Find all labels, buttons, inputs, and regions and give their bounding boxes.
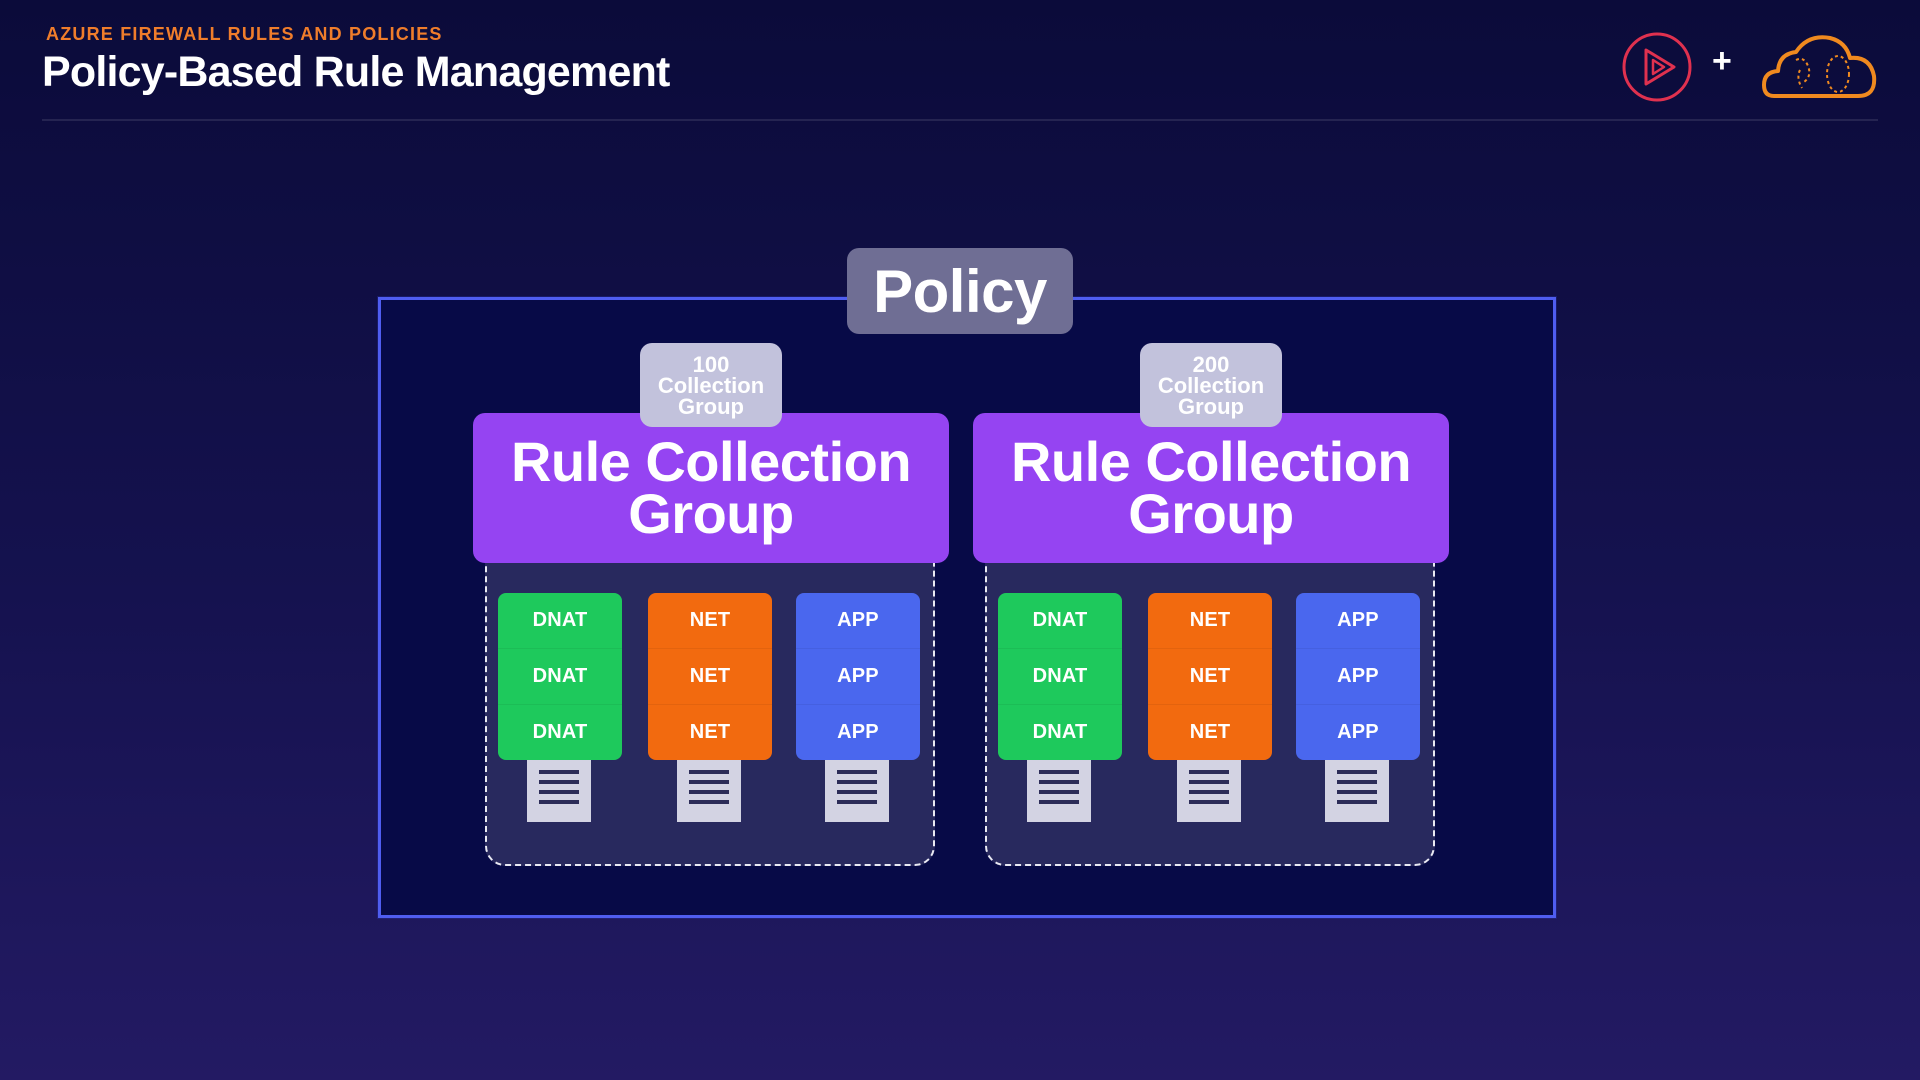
net-rule: NET — [1148, 705, 1272, 760]
document-icon — [527, 760, 591, 822]
net-rule-collection: NET NET NET — [1148, 593, 1272, 822]
net-stack: NET NET NET — [648, 593, 772, 760]
priority-badge: 200 Collection Group — [1140, 343, 1282, 427]
dnat-rule-collection: DNAT DNAT DNAT — [998, 593, 1122, 822]
dnat-rule: DNAT — [498, 649, 622, 705]
logo-group: + — [1620, 30, 1880, 104]
dnat-rule: DNAT — [498, 705, 622, 760]
net-rule: NET — [648, 705, 772, 760]
dnat-rule: DNAT — [498, 593, 622, 649]
rule-collection-group-title-line1: Rule Collection — [510, 430, 912, 493]
net-rule-collection: NET NET NET — [648, 593, 772, 822]
net-rule: NET — [1148, 649, 1272, 705]
app-rule: APP — [796, 649, 920, 705]
policy-label: Policy — [847, 248, 1073, 334]
app-rule: APP — [796, 705, 920, 760]
dnat-rule: DNAT — [998, 593, 1122, 649]
dnat-stack: DNAT DNAT DNAT — [498, 593, 622, 760]
net-rule: NET — [648, 649, 772, 705]
net-rule: NET — [1148, 593, 1272, 649]
rule-collection-group-title-line2: Group — [628, 482, 794, 545]
app-stack: APP APP APP — [1296, 593, 1420, 760]
priority-label-line3: Group — [1178, 393, 1244, 419]
rule-collection-group-title: Rule Collection Group — [973, 413, 1449, 563]
rule-collection-group-title-line2: Group — [1128, 482, 1294, 545]
play-circle-logo-icon — [1622, 32, 1692, 102]
app-rule-collection: APP APP APP — [1296, 593, 1420, 822]
cloud-logo-icon — [1762, 35, 1877, 98]
app-rule: APP — [796, 593, 920, 649]
app-rule: APP — [1296, 705, 1420, 760]
priority-label-line2: Collection — [657, 372, 765, 398]
rule-collection-group-title: Rule Collection Group — [473, 413, 949, 563]
priority-badge: 100 Collection Group — [640, 343, 782, 427]
app-rule: APP — [1296, 593, 1420, 649]
priority-number: 200 — [1192, 351, 1230, 377]
priority-label-line2: Collection — [1157, 372, 1265, 398]
header-eyebrow: AZURE FIREWALL RULES AND POLICIES — [46, 24, 443, 44]
priority-label-line3: Group — [678, 393, 744, 419]
page-title: Policy-Based Rule Management — [42, 48, 670, 96]
dnat-rule: DNAT — [998, 705, 1122, 760]
dnat-stack: DNAT DNAT DNAT — [998, 593, 1122, 760]
document-icon — [1177, 760, 1241, 822]
document-icon — [1325, 760, 1389, 822]
header-divider — [42, 119, 1878, 121]
app-stack: APP APP APP — [796, 593, 920, 760]
rule-collection-group-200: Rule Collection Group 200 Collection Gro… — [973, 341, 1449, 868]
rule-collection-group-100: Rule Collection Group 100 Collection Gro… — [473, 341, 949, 868]
document-icon — [825, 760, 889, 822]
document-icon — [1027, 760, 1091, 822]
app-rule: APP — [1296, 649, 1420, 705]
dnat-rule: DNAT — [998, 649, 1122, 705]
net-stack: NET NET NET — [1148, 593, 1272, 760]
dnat-rule-collection: DNAT DNAT DNAT — [498, 593, 622, 822]
rule-collection-group-title-line1: Rule Collection — [1010, 430, 1412, 493]
logo-separator: + — [1712, 42, 1732, 80]
app-rule-collection: APP APP APP — [796, 593, 920, 822]
priority-number: 100 — [692, 351, 730, 377]
net-rule: NET — [648, 593, 772, 649]
document-icon — [677, 760, 741, 822]
